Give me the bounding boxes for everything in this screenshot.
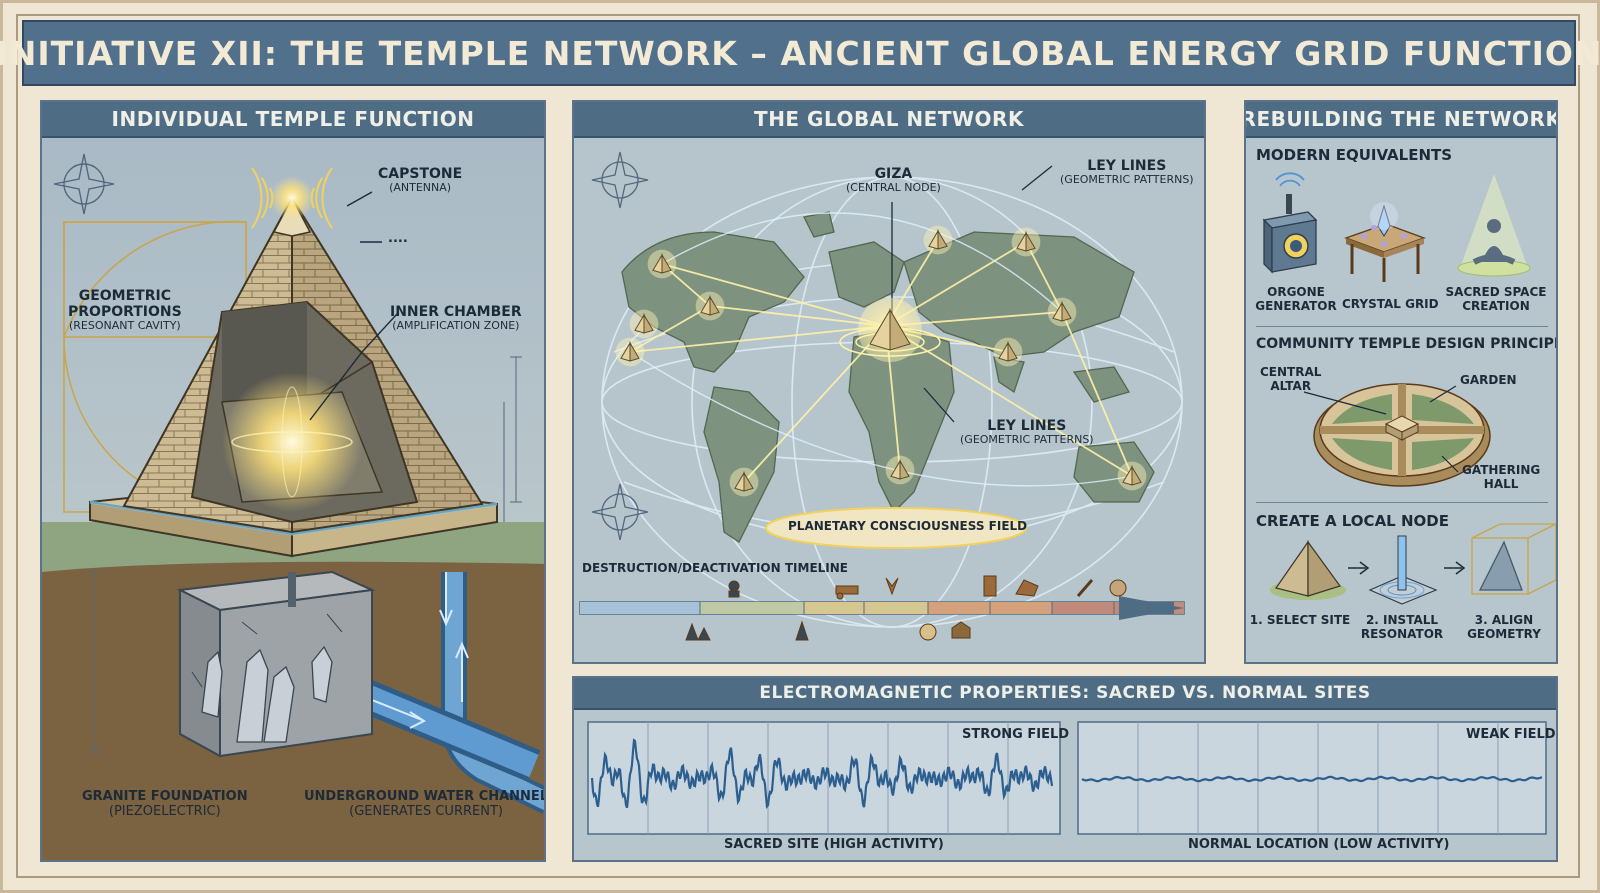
network-panel-heading: THE GLOBAL NETWORK [754, 107, 1024, 131]
tower-icon [983, 575, 997, 597]
weak-field-wave [1081, 775, 1543, 783]
temple-panel-header: INDIVIDUAL TEMPLE FUNCTION [42, 102, 544, 138]
modern-item-sacred: SACRED SPACE CREATION [1445, 285, 1547, 313]
timeline-icons [685, 575, 1127, 641]
geometric-label: GEOMETRIC PROPORTIONS (RESONANT CAVITY) [68, 288, 182, 333]
em-waves [587, 721, 1547, 835]
compass-rose-icon [591, 151, 649, 541]
local-node-title: CREATE A LOCAL NODE [1256, 512, 1449, 530]
em-panel: ELECTROMAGNETIC PROPERTIES: SACRED VS. N… [572, 676, 1558, 862]
inner-border [16, 14, 1580, 878]
pyramid-node-icon [647, 249, 677, 279]
chariot-icon [1015, 579, 1039, 597]
water-channel-label: UNDERGROUND WATER CHANNEL (GENERATES CUR… [304, 789, 546, 819]
idol-icon [795, 620, 809, 641]
title-bar: INITIATIVE XII: THE TEMPLE NETWORK – ANC… [0, 20, 1600, 86]
pyramid-node-icon [993, 337, 1023, 367]
skull-icon [1109, 579, 1127, 597]
temple-panel: INDIVIDUAL TEMPLE FUNCTION CAPSTONE (ANT… [40, 100, 546, 862]
orgone-generator-icon [1262, 172, 1318, 274]
clock-icon [919, 623, 937, 641]
weak-field-label: WEAK FIELD [1466, 727, 1556, 742]
granite-foundation-label: GRANITE FOUNDATION (PIEZOELECTRIC) [82, 789, 248, 819]
pyramid-node-icon [1047, 297, 1077, 327]
gathering-hall-label: GATHERING HALL [1462, 463, 1541, 491]
granite-foundation-icon [176, 570, 376, 758]
step-pyramid-icon [1270, 540, 1346, 600]
giza-label: GIZA (CENTRAL NODE) [846, 166, 941, 195]
garden-label: GARDEN [1460, 373, 1517, 387]
strong-field-wave [590, 738, 1054, 809]
water-arrow-icon [345, 572, 544, 814]
inner-chamber-label: INNER CHAMBER (AMPLIFICATION ZONE) [390, 304, 522, 333]
pyramid-node-icon [923, 225, 953, 255]
cart-icon [835, 585, 859, 600]
modern-item-crystal: CRYSTAL GRID [1342, 297, 1439, 311]
guitar-icon [1076, 579, 1094, 597]
divider [1256, 326, 1548, 327]
crystal-grid-icon [1344, 202, 1426, 282]
strong-field-label: STRONG FIELD [962, 727, 1070, 742]
crystal-icon [201, 645, 333, 743]
ley-lines-mid-label: LEY LINES (GEOMETRIC PATTERNS) [960, 418, 1094, 447]
pyramid-node-icon [1117, 461, 1147, 491]
align-geometry-icon [1471, 523, 1556, 595]
step-select-site: 1. SELECT SITE [1249, 613, 1351, 627]
resonator-icon [1368, 535, 1438, 605]
em-panel-header: ELECTROMAGNETIC PROPERTIES: SACRED VS. N… [574, 678, 1556, 710]
modern-equivalents-title: MODERN EQUIVALENTS [1256, 146, 1453, 164]
compass-rose-icon [53, 153, 115, 215]
step-align-geometry: 3. ALIGN GEOMETRY [1467, 613, 1541, 641]
ellipsis-label: .... [388, 231, 408, 246]
temple-illustration [42, 136, 544, 860]
fire-icon [885, 577, 899, 596]
central-altar-label: CENTRAL ALTAR [1260, 365, 1322, 393]
network-panel: THE GLOBAL NETWORK GIZA (CENTRAL NODE) L… [572, 100, 1206, 664]
em-panel-heading: ELECTROMAGNETIC PROPERTIES: SACRED VS. N… [759, 683, 1371, 703]
step-install-resonator: 2. INSTALL RESONATOR [1360, 613, 1444, 641]
rebuild-panel: REBUILDING THE NETWORK MODERN EQUIVALENT… [1244, 100, 1558, 664]
pyramid-node-icon [885, 455, 915, 485]
world-map-illustration [574, 136, 1204, 662]
ley-lines-top-label: LEY LINES (GEOMETRIC PATTERNS) [1060, 158, 1194, 187]
timeline-title: DESTRUCTION/DEACTIVATION TIMELINE [582, 561, 848, 575]
rebuild-panel-header: REBUILDING THE NETWORK [1246, 102, 1556, 138]
rebuild-panel-heading: REBUILDING THE NETWORK [1244, 107, 1558, 131]
pyramid-node-icon [695, 291, 725, 321]
pyramid-node-icon [1011, 227, 1041, 257]
timeline-bar [579, 596, 1185, 620]
design-principles-title: COMMUNITY TEMPLE DESIGN PRINCIPLES [1256, 336, 1558, 352]
ruin-icon [685, 622, 711, 641]
capstone-label: CAPSTONE (ANTENNA) [378, 166, 463, 195]
modern-item-orgone: ORGONE GENERATOR [1255, 285, 1337, 313]
pyramid-nodes [615, 225, 1147, 497]
figure-icon [728, 580, 740, 598]
network-panel-header: THE GLOBAL NETWORK [574, 102, 1204, 138]
normal-location-label: NORMAL LOCATION (LOW ACTIVITY) [1188, 837, 1450, 852]
consciousness-field-label: PLANETARY CONSCIOUSNESS FIELD [788, 519, 1028, 533]
divider [1256, 502, 1548, 503]
bank-icon [951, 621, 971, 639]
page-title: INITIATIVE XII: THE TEMPLE NETWORK – ANC… [0, 33, 1600, 73]
pyramid-node-icon [729, 467, 759, 497]
pyramid-node-icon [858, 298, 922, 362]
pyramid-node-icon [615, 337, 645, 367]
rebuild-illustrations [1262, 172, 1556, 605]
pyramid-node-icon [629, 309, 659, 339]
sacred-site-label: SACRED SITE (HIGH ACTIVITY) [724, 837, 944, 852]
temple-panel-heading: INDIVIDUAL TEMPLE FUNCTION [111, 107, 475, 131]
meditation-icon [1457, 174, 1531, 277]
